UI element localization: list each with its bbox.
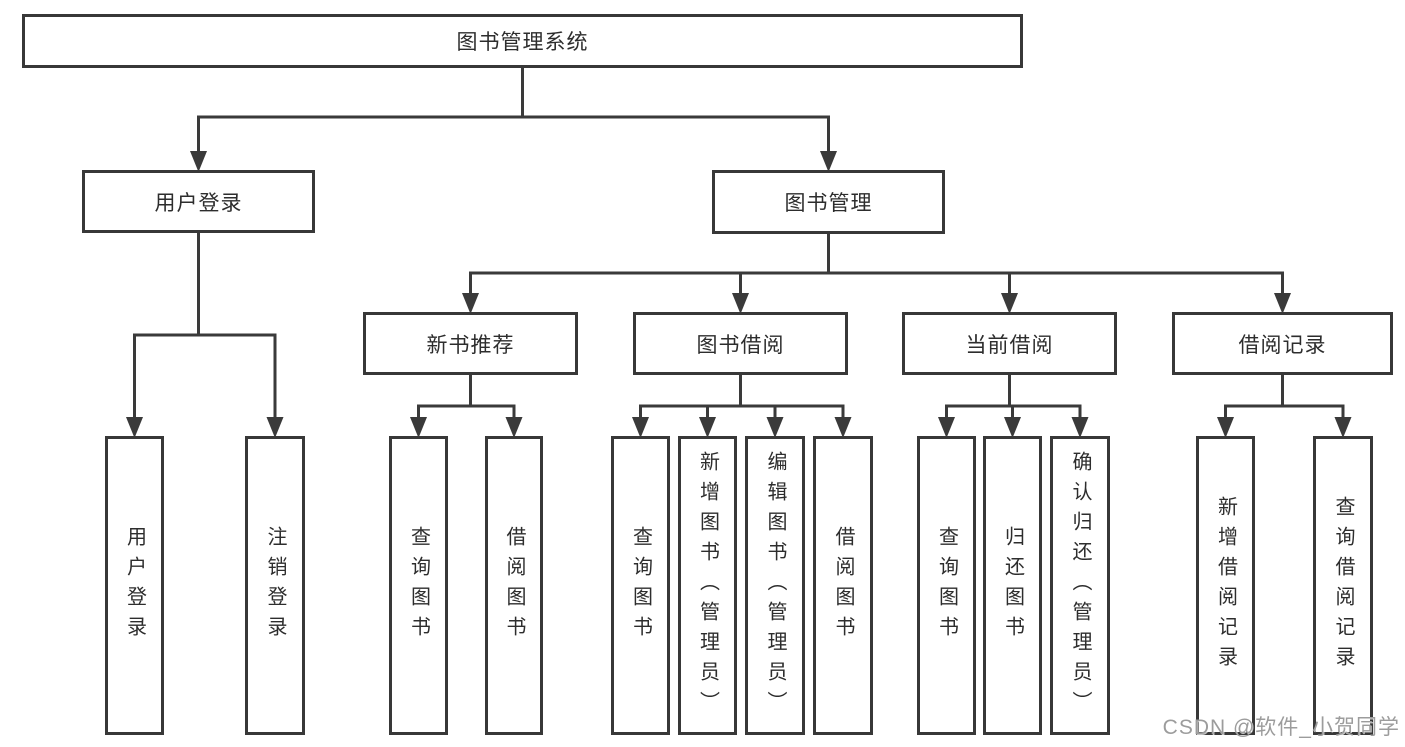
node-user-login: 用户登录 [82,170,315,233]
node-cb-query: 查询图书 [917,436,976,735]
edge-root [190,68,837,172]
arrowhead [410,417,427,438]
node-label: 图书管理 [784,192,873,215]
node-logout: 注销登录 [245,436,305,735]
arrowhead [699,417,716,438]
node-label: 图书管理系统 [456,31,589,54]
node-current-borrow: 当前借阅 [902,312,1117,375]
node-label: 注销登录 [264,525,286,646]
arrowhead [1071,417,1089,438]
arrowhead [732,293,749,314]
arrowhead [938,417,955,438]
node-label: 查询图书 [629,525,652,646]
node-label: 查询借阅记录 [1332,495,1354,676]
arrowhead [1274,293,1291,314]
edge-new-book-rec [410,375,523,438]
node-book-mgmt: 图书管理 [712,170,945,234]
node-new-book-rec: 新书推荐 [363,312,578,375]
arrowhead [462,293,479,314]
node-bb-query: 查询图书 [611,436,670,735]
arrowhead [834,417,852,438]
node-label: 查询图书 [407,525,430,646]
node-nb-query: 查询图书 [389,436,448,735]
arrowhead [190,151,207,172]
node-root: 图书管理系统 [22,14,1023,68]
watermark: CSDN @软件_小贺同学 [1162,716,1400,739]
node-br-query: 查询借阅记录 [1313,436,1373,735]
node-book-borrow: 图书借阅 [633,312,848,375]
node-label: 查询图书 [935,525,958,646]
arrowhead [820,151,837,172]
node-nb-borrow: 借阅图书 [485,436,543,735]
node-br-add: 新增借阅记录 [1196,436,1255,735]
node-label: 编辑图书（管理员） [764,450,786,721]
arrowhead [266,417,284,438]
arrowhead [1334,417,1352,438]
node-label: 新书推荐 [426,333,515,357]
edge-current-borrow [938,375,1089,438]
edge-borrow-records [1217,375,1352,438]
node-bb-borrow: 借阅图书 [813,436,873,735]
node-label: 新增图书（管理员） [696,450,719,721]
arrowhead [766,417,784,438]
node-label: 用户登录 [154,191,243,215]
node-label: 归还图书 [1001,525,1024,646]
node-bb-edit: 编辑图书（管理员） [745,436,805,735]
node-cb-confirm: 确认归还（管理员） [1050,436,1110,735]
arrowhead [632,417,649,438]
edge-book-mgmt [462,234,1291,314]
arrowhead [505,417,523,438]
node-label: 借阅记录 [1238,333,1327,357]
node-borrow-records: 借阅记录 [1172,312,1393,375]
edge-user-login [126,233,284,438]
arrowhead [1004,417,1021,438]
node-label: 确认归还（管理员） [1069,450,1091,721]
node-cb-return: 归还图书 [983,436,1042,735]
node-bb-add: 新增图书（管理员） [678,436,737,735]
arrowhead [126,417,143,438]
node-login: 用户登录 [105,436,164,735]
node-label: 图书借阅 [696,333,785,357]
arrowhead [1217,417,1234,438]
arrowhead [1001,293,1018,314]
node-label: 借阅图书 [503,525,525,646]
node-label: 借阅图书 [832,525,854,646]
node-label: 当前借阅 [965,333,1054,357]
node-label: 新增借阅记录 [1214,495,1237,676]
edge-book-borrow [632,375,852,438]
node-label: 用户登录 [123,525,146,646]
